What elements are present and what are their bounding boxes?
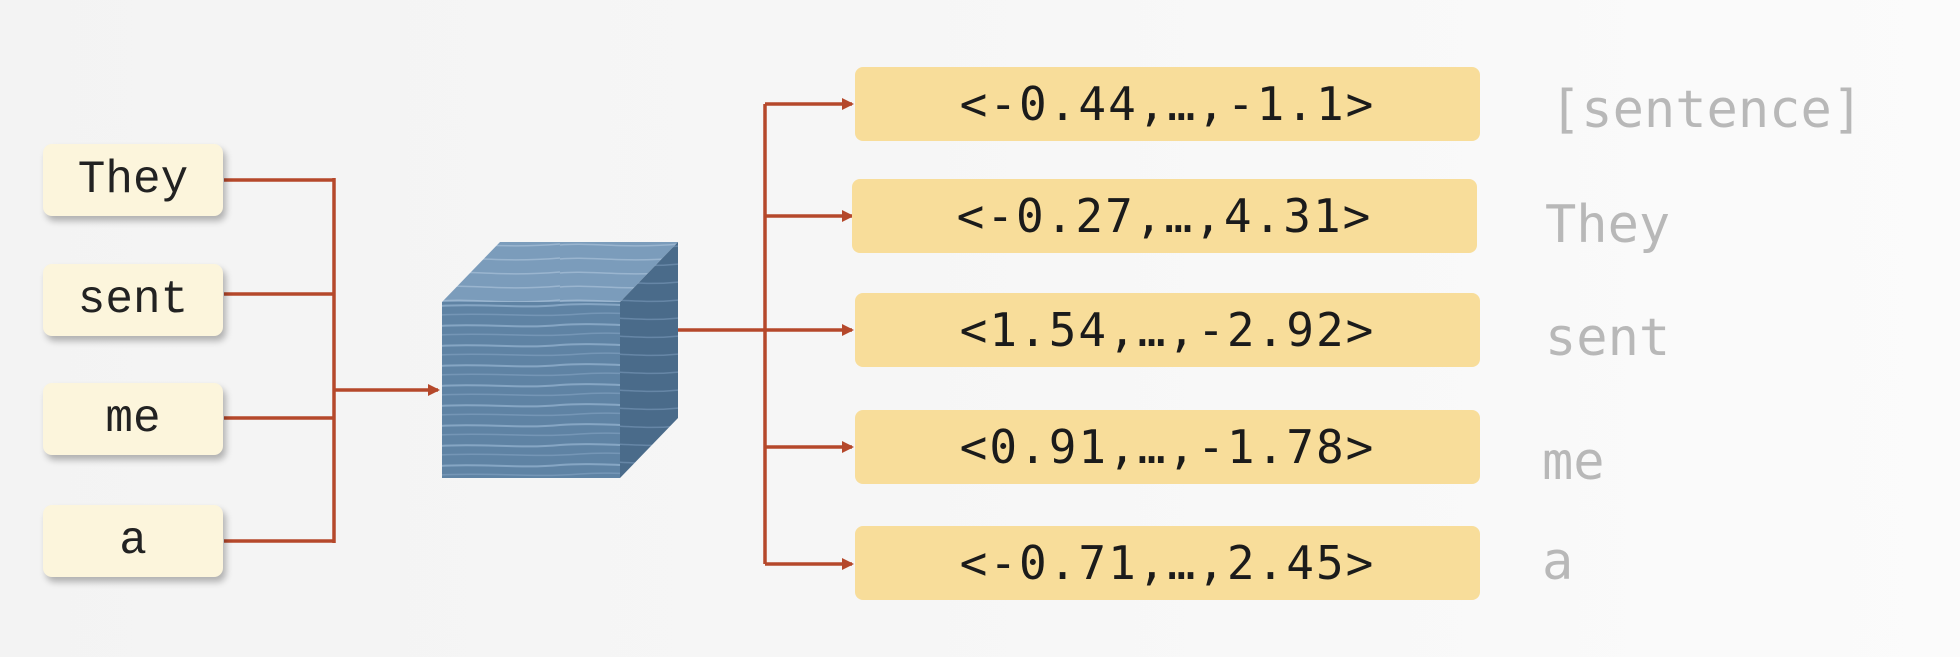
output-label-me: me <box>1542 432 1605 492</box>
input-token-sent: sent <box>43 264 223 336</box>
output-vector-5: <-0.71,…,2.45> <box>855 526 1480 600</box>
output-vector-3: <1.54,…,-2.92> <box>855 293 1480 367</box>
output-vector-4: <0.91,…,-1.78> <box>855 410 1480 484</box>
output-vector-2: <-0.27,…,4.31> <box>852 179 1477 253</box>
input-token-me: me <box>43 383 223 455</box>
input-token-a: a <box>43 505 223 577</box>
input-token-they: They <box>43 144 223 216</box>
output-label-they: They <box>1545 195 1671 255</box>
output-vector-1: <-0.44,…,-1.1> <box>855 67 1480 141</box>
output-label-sentence: [sentence] <box>1550 80 1864 140</box>
output-label-a: a <box>1542 532 1574 592</box>
encoder-cube-icon <box>442 242 678 478</box>
output-label-sent: sent <box>1545 308 1671 368</box>
